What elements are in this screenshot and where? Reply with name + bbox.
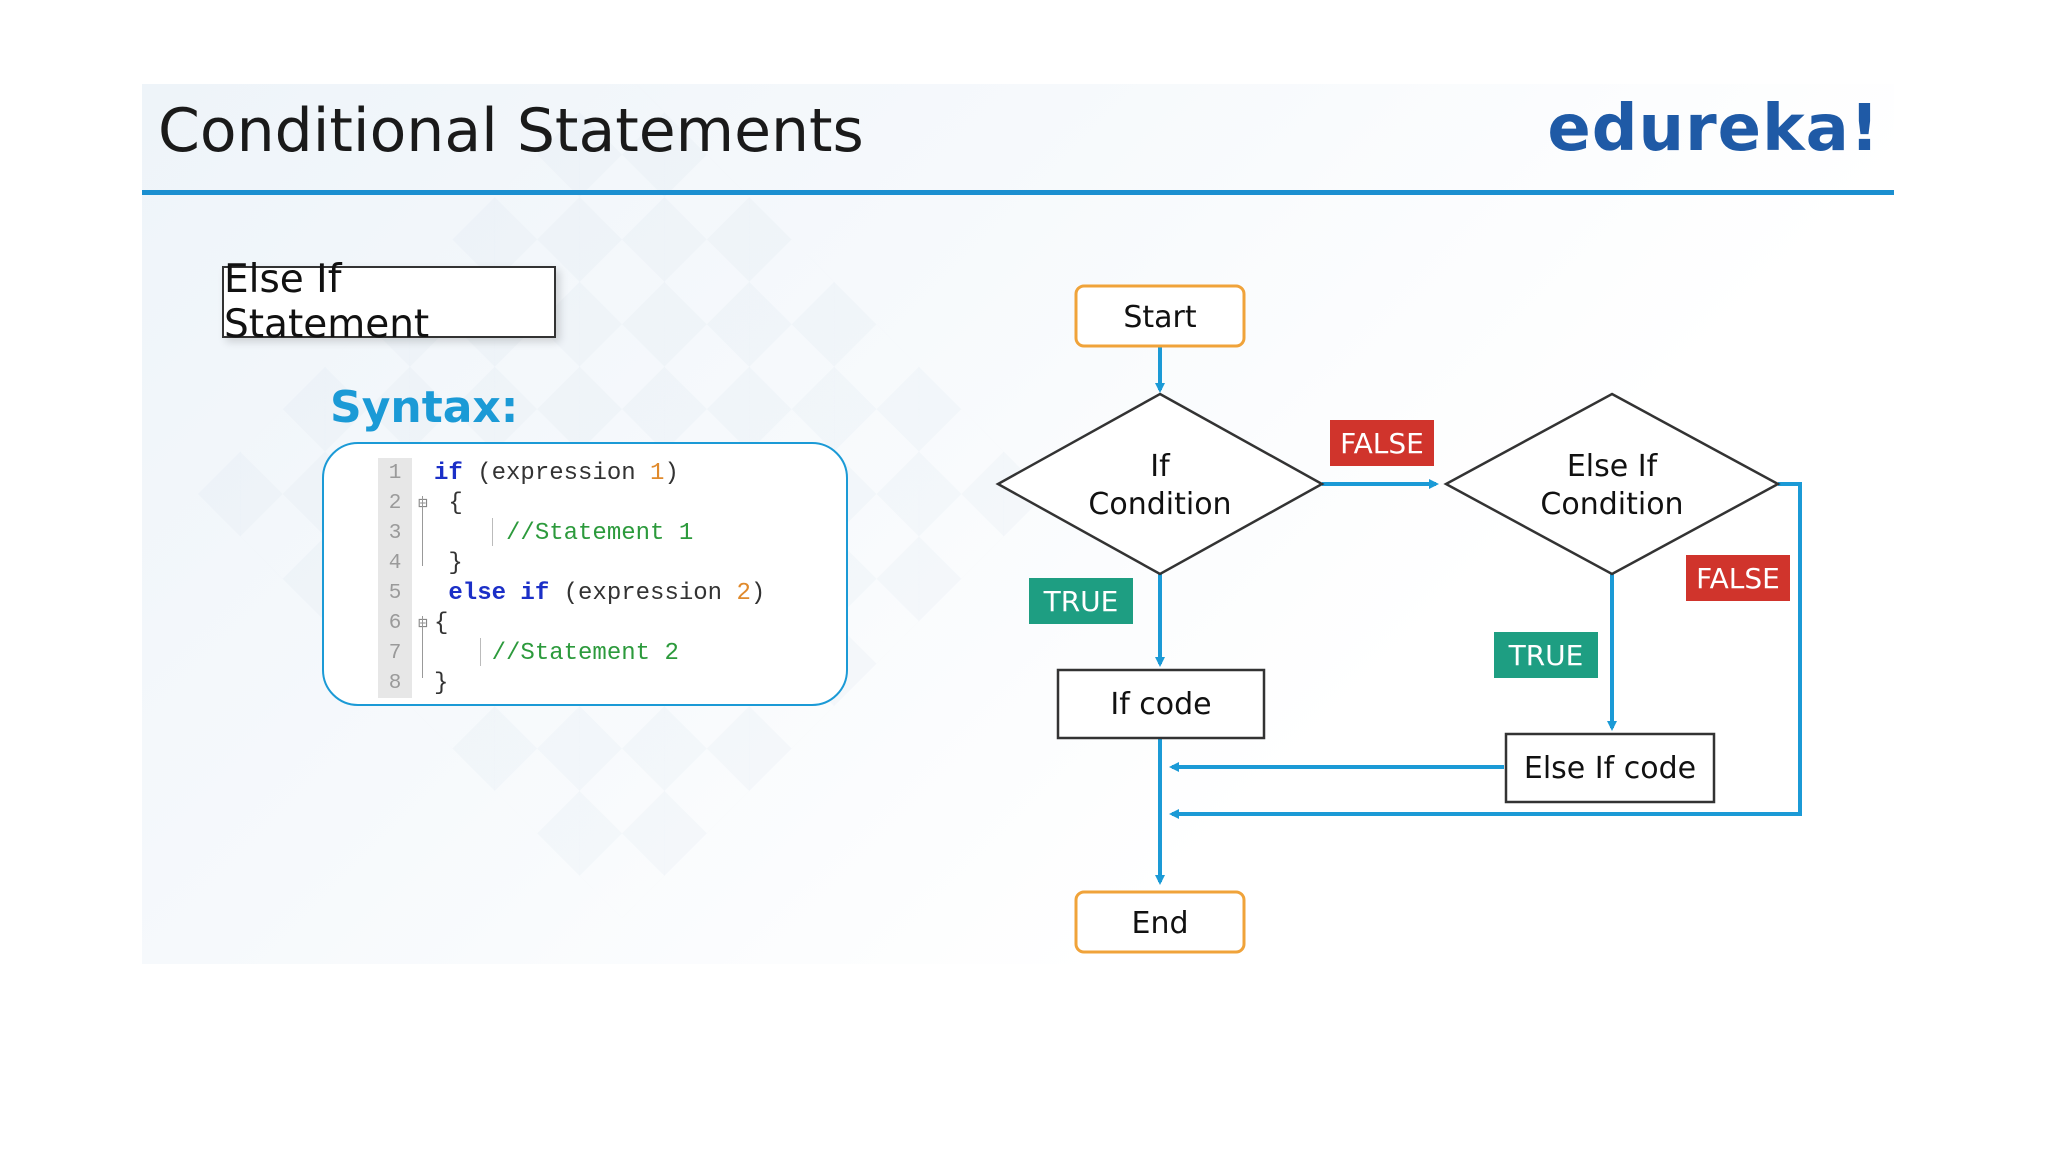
- code-line: 4 }: [378, 548, 463, 578]
- false-tag-2: FALSE: [1686, 555, 1790, 601]
- code-token: ): [664, 459, 679, 487]
- else-if-code-node: Else If code: [1504, 732, 1716, 804]
- true-tag-2: TRUE: [1494, 632, 1598, 678]
- line-number: 5: [388, 581, 402, 605]
- if-code-node: If code: [1056, 668, 1266, 740]
- indent-guide: [480, 638, 481, 666]
- code-token: ): [750, 579, 766, 607]
- code-token: else if: [434, 579, 564, 607]
- code-token: //Statement 2: [434, 639, 679, 667]
- line-number: 1: [388, 461, 402, 485]
- true-tag-2-label: TRUE: [1508, 639, 1584, 672]
- code-token: 1: [650, 459, 665, 487]
- flow-connectors: [1155, 346, 1802, 885]
- end-node: End: [1074, 890, 1246, 954]
- indent-guide: [492, 518, 493, 546]
- true-tag-1-label: TRUE: [1043, 585, 1119, 618]
- code-line: 3 //Statement 1: [378, 518, 694, 548]
- fold-guide: [422, 616, 423, 678]
- else-if-condition-node: Else If Condition: [1443, 392, 1781, 576]
- code-token: if: [434, 459, 478, 487]
- false-tag-1: FALSE: [1330, 420, 1434, 466]
- line-number: 7: [388, 641, 402, 665]
- end-label: End: [1131, 906, 1188, 941]
- else-if-code-label: Else If code: [1524, 751, 1696, 786]
- edureka-logo: edureka!: [1547, 92, 1880, 166]
- start-node: Start: [1074, 284, 1246, 348]
- code-line: 7 //Statement 2: [378, 638, 679, 668]
- code-token: (expression: [477, 459, 651, 487]
- if-code-label: If code: [1110, 687, 1211, 722]
- start-label: Start: [1123, 300, 1197, 335]
- line-number: 4: [388, 551, 402, 575]
- code-token: //Statement 1: [434, 519, 694, 547]
- true-tag-1: TRUE: [1029, 578, 1133, 624]
- code-token: }: [434, 549, 463, 577]
- code-token: (expression: [563, 579, 737, 607]
- page-title: Conditional Statements: [158, 96, 864, 166]
- if-condition-line1: If: [1150, 449, 1171, 484]
- if-condition-line2: Condition: [1088, 487, 1231, 522]
- line-number: 8: [388, 671, 402, 695]
- line-number: 2: [388, 491, 402, 515]
- false-tag-1-label: FALSE: [1340, 427, 1424, 460]
- title-divider: [142, 190, 1894, 195]
- code-token: }: [434, 669, 449, 697]
- code-token: {: [434, 489, 463, 517]
- line-number: 3: [388, 521, 402, 545]
- line-number-gutter: [378, 458, 412, 698]
- arrow-elseif-false: [1169, 482, 1802, 819]
- line-number: 6: [388, 611, 402, 635]
- code-token: 2: [736, 579, 751, 607]
- if-condition-node: If Condition: [995, 392, 1325, 576]
- else-if-condition-line2: Condition: [1540, 487, 1683, 522]
- fold-guide: [422, 496, 423, 566]
- else-if-condition-line1: Else If: [1567, 449, 1659, 484]
- code-line: 5 else if (expression 2): [378, 578, 766, 608]
- false-tag-2-label: FALSE: [1696, 562, 1780, 595]
- syntax-heading: Syntax:: [330, 382, 519, 433]
- code-line: 1 if (expression 1): [378, 458, 679, 488]
- code-line: 8}: [378, 668, 449, 698]
- code-token: {: [434, 609, 449, 637]
